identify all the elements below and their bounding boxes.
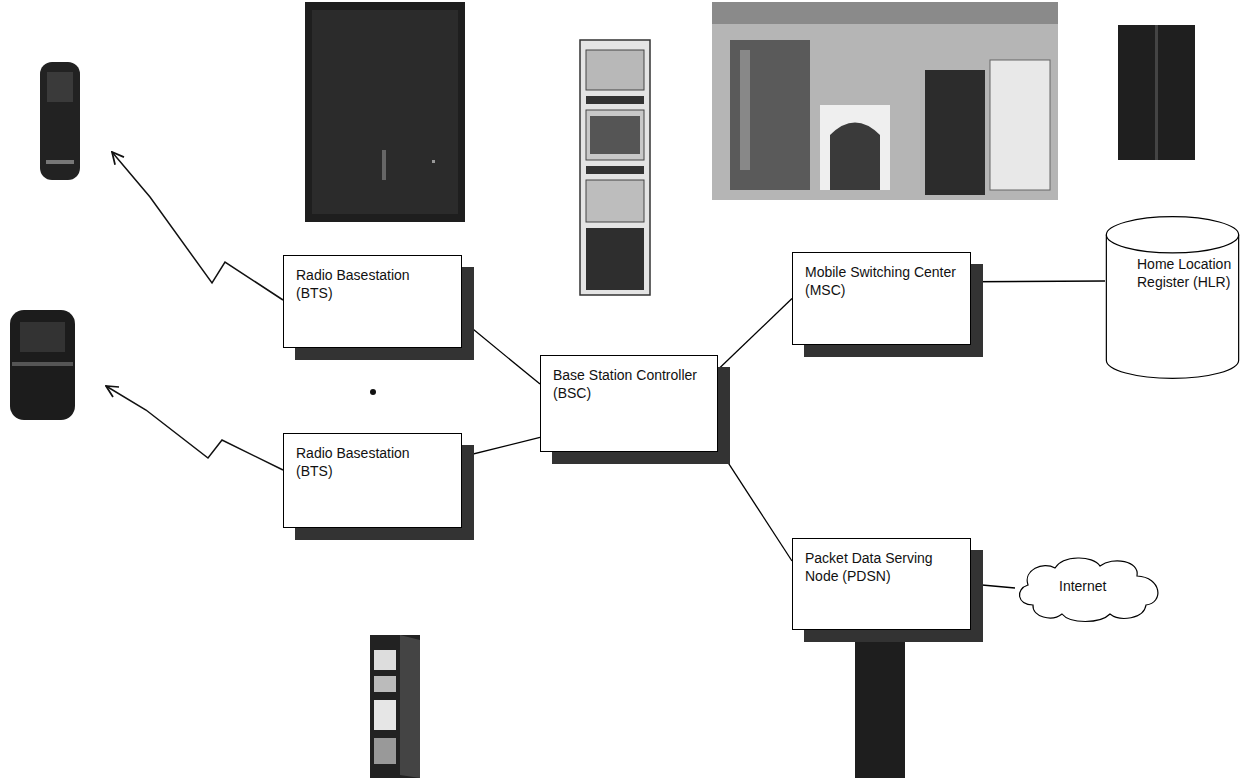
bts-cabinet-picture: [370, 635, 420, 778]
node-label: Internet: [1059, 577, 1145, 595]
cylinder-outline: [1105, 215, 1240, 380]
radio-link-bolt: [106, 386, 283, 470]
basestation-box: Radio Basestation (BTS): [283, 433, 462, 528]
node-label: Base Station Controller (BSC): [553, 366, 705, 402]
switching-box: Mobile Switching Center (MSC): [792, 252, 971, 345]
register-cylinder: Home Location Register (HLR): [1105, 215, 1240, 380]
node-label: Home Location Register (HLR): [1137, 255, 1232, 291]
basestation-box: Radio Basestation (BTS): [283, 255, 462, 348]
hlr-server-picture: [1118, 25, 1195, 160]
bts-cabinet-picture: [305, 2, 465, 222]
handset-picture: [10, 310, 75, 420]
link-line: [971, 280, 1105, 282]
msc-switch-picture: [712, 2, 1058, 200]
bsc-rack-picture: [580, 40, 650, 295]
node-label: Mobile Switching Center (MSC): [805, 263, 958, 299]
node-label: Packet Data Serving Node (PDSN): [805, 549, 958, 585]
ellipsis-dot: [370, 389, 376, 395]
link-line: [462, 320, 540, 384]
link-line: [462, 437, 540, 456]
link-line: [718, 447, 792, 561]
link-line: [718, 299, 792, 370]
pdsn-server-picture: [855, 627, 905, 778]
handset-picture: [40, 62, 80, 180]
node-label: Radio Basestation (BTS): [296, 266, 449, 302]
controller-box: Base Station Controller (BSC): [540, 355, 718, 452]
node-label: Radio Basestation (BTS): [296, 444, 449, 480]
radio-link-bolt: [112, 152, 283, 300]
internet-cloud: Internet: [1015, 553, 1165, 623]
link-line: [971, 584, 1015, 588]
packet-node-box: Packet Data Serving Node (PDSN): [792, 538, 971, 630]
